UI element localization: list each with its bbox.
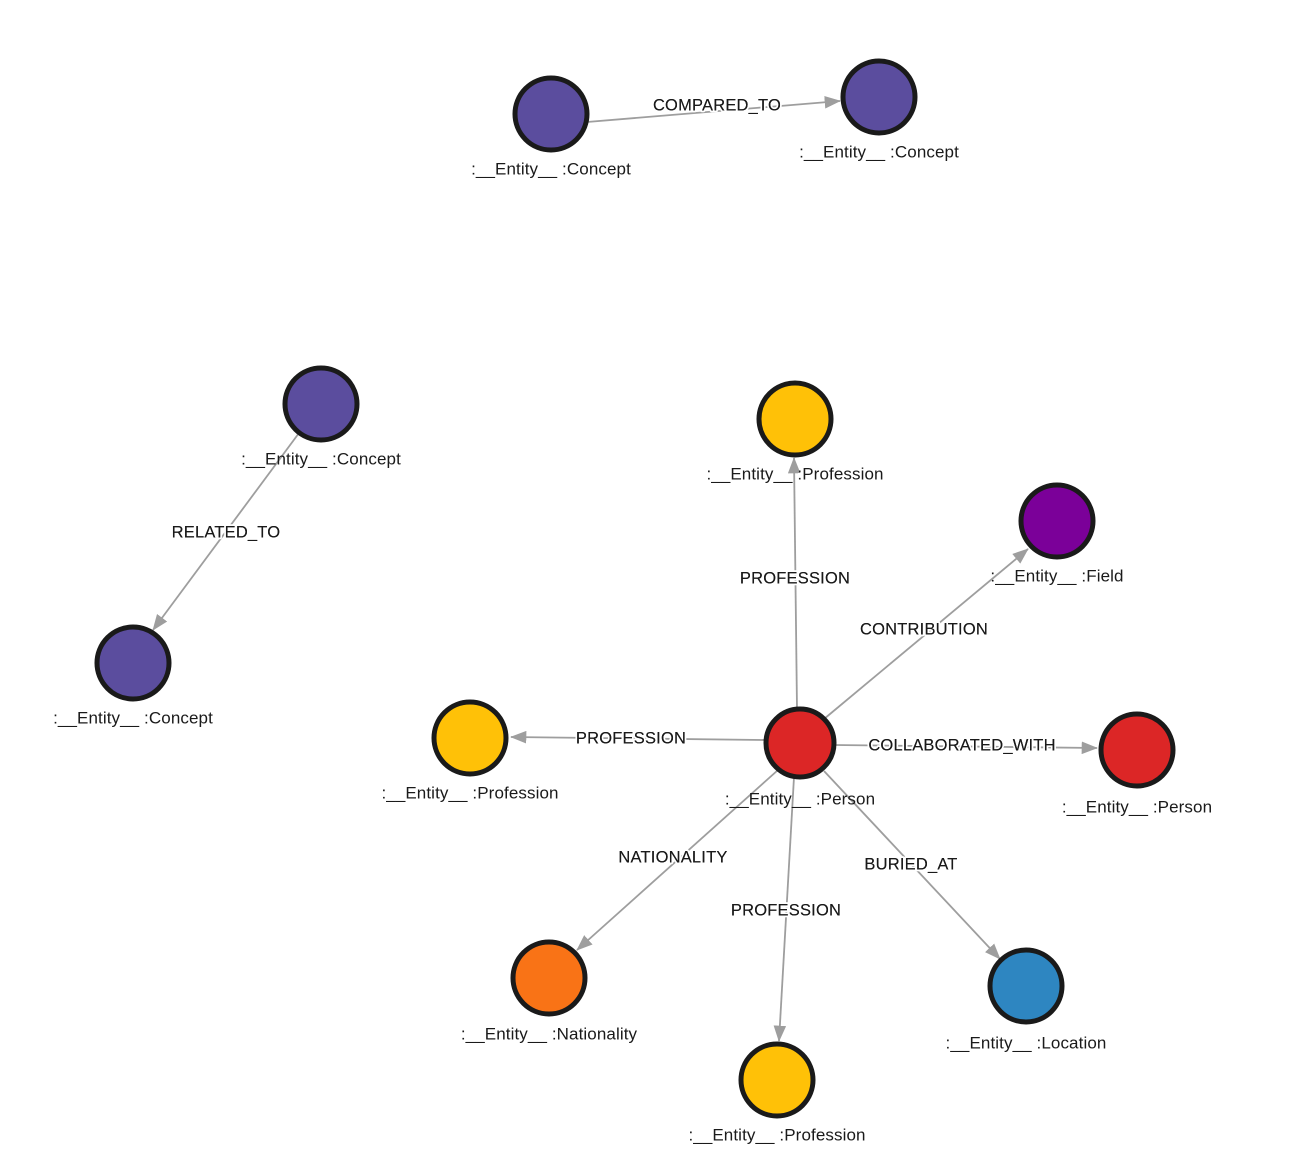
graph-node-location[interactable] [987, 947, 1065, 1025]
graph-node-concept2[interactable] [840, 58, 918, 136]
edge-label-halo: PROFESSION [576, 729, 686, 747]
graph-edge-profession[interactable] [787, 457, 801, 710]
node-labels-layer: :__Entity__ :Concept :__Entity__ :Concept… [53, 142, 1212, 1144]
graph-node-concept1[interactable] [512, 75, 590, 153]
edge-label-nationality: NATIONALITY [618, 848, 727, 866]
edge-label-contribution: CONTRIBUTION [860, 620, 988, 638]
node-label-profession-bottom: :__Entity__ :Profession [688, 1125, 865, 1144]
graph-node-concept4[interactable] [94, 624, 172, 702]
edge-label-halo: CONTRIBUTION [860, 620, 988, 638]
edge-label-halo: PROFESSION [740, 569, 850, 587]
node-label-concept1: :__Entity__ :Concept [471, 159, 631, 178]
graph-node-field[interactable] [1018, 482, 1096, 560]
graph-edge-profession[interactable] [510, 730, 767, 744]
node-label-profession-top: :__Entity__ :Profession [706, 464, 883, 483]
graph-node-profession-left[interactable] [431, 699, 509, 777]
edge-label-profession: PROFESSION [740, 569, 850, 587]
edge-label-halo: PROFESSION [731, 901, 841, 919]
edges-layer [152, 95, 1098, 1042]
edge-label-related-to: RELATED_TO [172, 523, 281, 541]
edge-label-buried-at: BURIED_AT [864, 855, 957, 873]
edge-label-collaborated-with: COLLABORATED_WITH [868, 736, 1055, 754]
graph-edge-related-to[interactable] [152, 432, 300, 631]
graph-edge-compared-to[interactable] [586, 95, 841, 123]
graph-node-profession-bottom[interactable] [738, 1041, 816, 1119]
edge-label-halo: NATIONALITY [618, 848, 727, 866]
graph-edge-nationality[interactable] [576, 769, 779, 951]
edge-label-halo: COMPARED_TO [653, 96, 781, 114]
node-label-person-center: :__Entity__ :Person [725, 789, 875, 808]
edge-label-halo: BURIED_AT [864, 855, 957, 873]
edge-label-halo: COLLABORATED_WITH [868, 736, 1055, 754]
node-label-concept3: :__Entity__ :Concept [241, 449, 401, 468]
graph-node-concept3[interactable] [282, 365, 360, 443]
graph-node-profession-top[interactable] [756, 380, 834, 458]
graph-edge-profession[interactable] [773, 776, 795, 1042]
nodes-layer [94, 58, 1176, 1119]
node-label-concept2: :__Entity__ :Concept [799, 142, 959, 161]
node-label-location: :__Entity__ :Location [946, 1033, 1107, 1052]
graph-node-person-center[interactable] [763, 706, 837, 780]
edge-label-compared-to: COMPARED_TO [653, 96, 781, 114]
node-label-nationality: :__Entity__ :Nationality [461, 1024, 638, 1043]
graph-edge-collaborated-with[interactable] [833, 741, 1098, 755]
node-label-field: :__Entity__ :Field [990, 566, 1123, 585]
edge-label-profession: PROFESSION [576, 729, 686, 747]
graph-node-nationality[interactable] [510, 939, 588, 1017]
node-label-profession-left: :__Entity__ :Profession [381, 783, 558, 802]
node-label-person-right: :__Entity__ :Person [1062, 797, 1212, 816]
edge-labels-layer: COMPARED_TOCOMPARED_TORELATED_TORELATED_… [170, 95, 1057, 922]
edge-label-halo: RELATED_TO [172, 523, 281, 541]
node-label-concept4: :__Entity__ :Concept [53, 708, 213, 727]
graph-edge-buried-at[interactable] [823, 770, 1001, 960]
graph-edge-contribution[interactable] [823, 548, 1029, 720]
graph-node-person-right[interactable] [1098, 711, 1176, 789]
edge-label-profession: PROFESSION [731, 901, 841, 919]
